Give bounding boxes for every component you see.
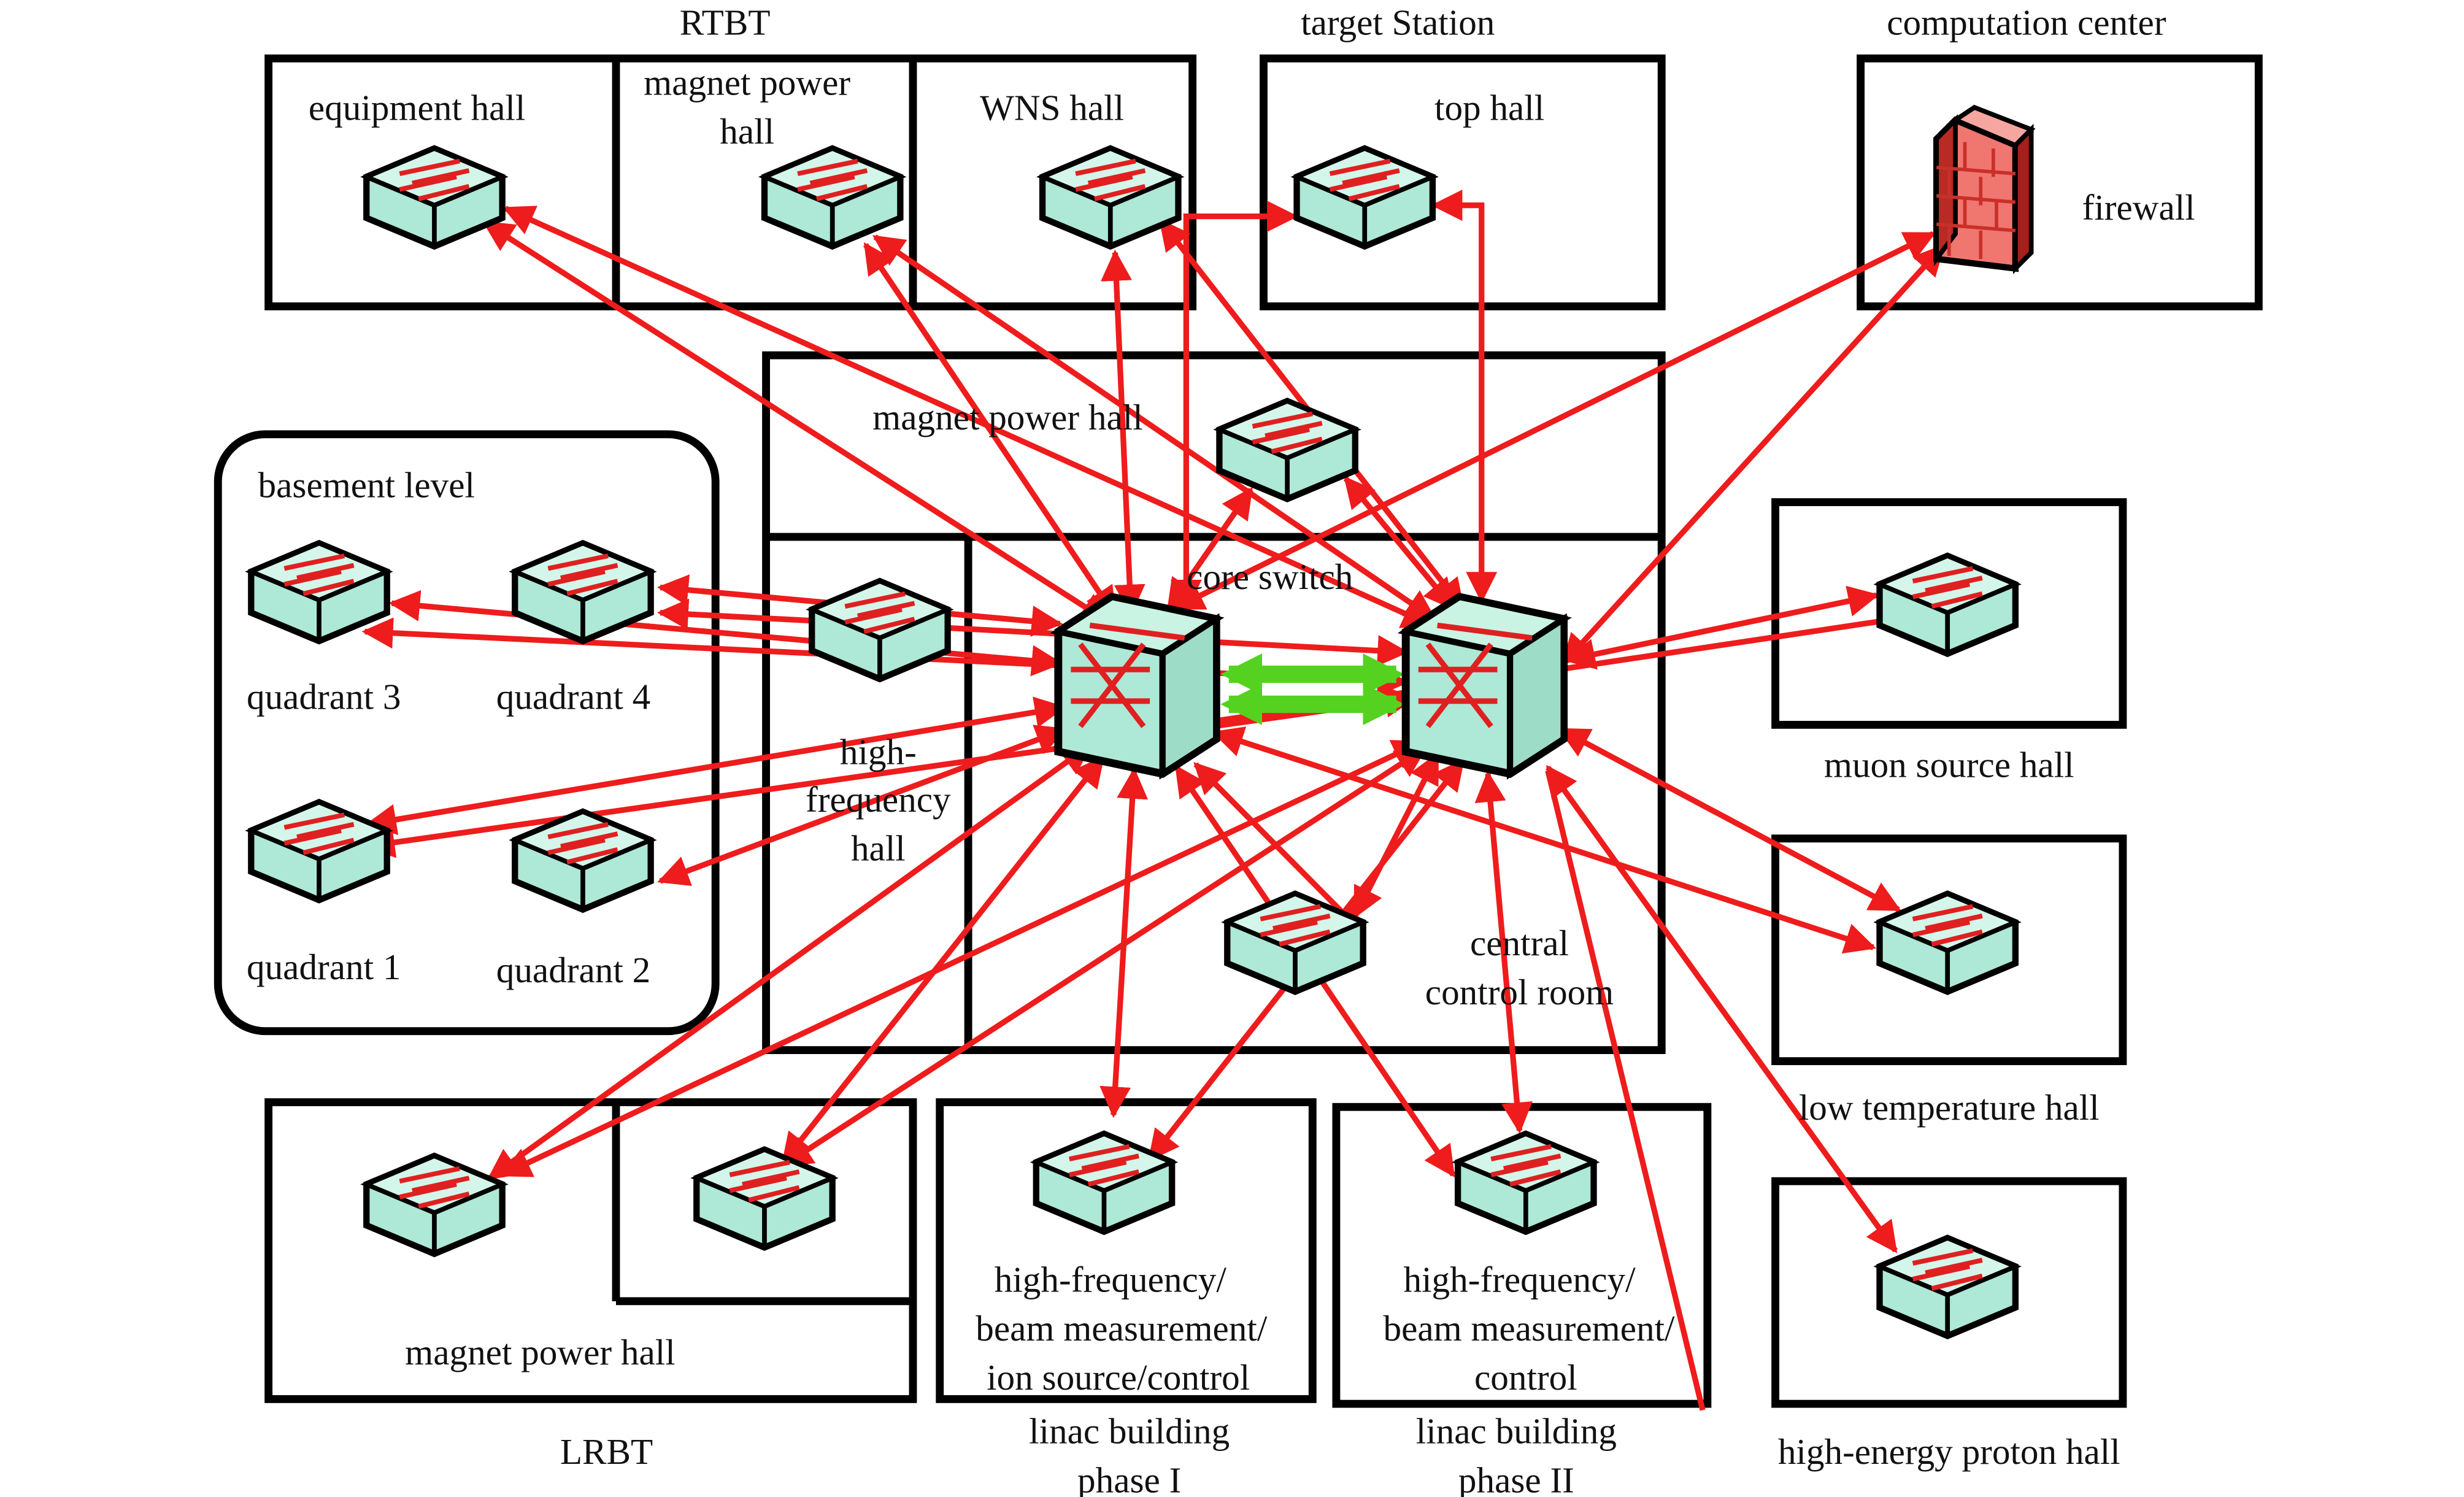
high-frequency-hall-switch-icon	[806, 577, 954, 683]
magnet-power-hall-label: magnet power hall	[872, 397, 1143, 437]
quadrant-1-switch-icon	[245, 798, 393, 904]
link	[1474, 771, 1533, 1134]
rtbt-magnet-power-hall-label-line2: hall	[720, 111, 774, 152]
computation-center-label: computation center	[1887, 2, 2166, 43]
magnet-power-hall-switch-icon	[1213, 398, 1361, 502]
linac2-caption-line2: phase II	[1458, 1460, 1574, 1497]
rtbt-magnet-power-hall-label-line1: magnet power	[644, 62, 850, 102]
rtbt-magnet-power-hall-switch-icon	[758, 145, 907, 250]
muon-source-hall-label: muon source hall	[1824, 744, 2074, 785]
lrbt-label: LRBT	[560, 1431, 653, 1472]
core-switch-b-icon	[1397, 593, 1572, 780]
linac2-box-label-line1: high-frequency/	[1404, 1259, 1636, 1299]
high-energy-proton-hall-switch-icon	[1873, 1234, 2022, 1340]
lrbt-magnet-power-hall-switch-icon	[360, 1152, 509, 1258]
linac1-box-label-line1: high-frequency/	[995, 1259, 1227, 1299]
quadrant-4-switch-icon	[509, 539, 657, 645]
basement-level-box	[214, 430, 720, 1036]
link	[656, 598, 1409, 667]
high-frequency-hall-label-line1: high-	[840, 732, 917, 772]
target-station-label: target Station	[1301, 2, 1495, 43]
central-control-room-label-line2: control room	[1425, 972, 1614, 1012]
equipment-hall-label: equipment hall	[309, 88, 525, 128]
link	[1431, 190, 1498, 604]
linac-phase1-switch-icon	[1030, 1130, 1179, 1236]
equipment-hall-switch-icon	[360, 145, 509, 250]
top-hall-label: top hall	[1434, 88, 1544, 128]
lrbt-room-switch-icon	[690, 1146, 839, 1251]
linac-phase2-switch-icon	[1452, 1130, 1600, 1236]
central-control-room-switch-icon	[1221, 890, 1369, 995]
link	[1563, 585, 1880, 670]
quadrant-1-label: quadrant 1	[247, 947, 401, 987]
high-frequency-hall-label-line2: frequency	[806, 779, 951, 820]
wns-hall-label: WNS hall	[980, 88, 1124, 128]
muon-source-hall-switch-icon	[1873, 552, 2022, 658]
link	[1352, 752, 1440, 919]
high-energy-proton-hall-box	[1771, 1177, 2127, 1408]
core-switch-a-icon	[1050, 593, 1225, 780]
firewall-label: firewall	[2082, 187, 2195, 228]
link	[1545, 769, 1706, 1411]
high-energy-proton-hall-label: high-energy proton hall	[1778, 1431, 2120, 1472]
wns-hall-switch-icon	[1036, 145, 1185, 250]
rtbt-label: RTBT	[680, 2, 771, 43]
core-switch-label: core switch	[1187, 556, 1353, 597]
high-frequency-hall-label-line3: hall	[851, 828, 906, 869]
quadrant-3-switch-icon	[245, 539, 393, 645]
low-temperature-hall-switch-icon	[1873, 890, 2022, 995]
linac1-caption-line2: phase I	[1077, 1460, 1181, 1497]
link	[1343, 475, 1455, 610]
top-hall-switch-icon	[1290, 145, 1439, 250]
quadrant-3-label: quadrant 3	[247, 677, 401, 717]
linac2-caption-line1: linac building	[1416, 1410, 1617, 1451]
quadrant-2-switch-icon	[509, 808, 657, 914]
computation-center-box	[1857, 54, 2263, 310]
quadrant-2-label: quadrant 2	[496, 950, 650, 990]
linac1-caption-line1: linac building	[1029, 1410, 1230, 1451]
linac2-box-label-line3: control	[1474, 1357, 1577, 1398]
linac1-box-label-line2: beam measurement/	[976, 1308, 1268, 1349]
quadrant-4-label: quadrant 4	[496, 677, 650, 717]
linac2-box-label-line2: beam measurement/	[1383, 1308, 1675, 1349]
link	[1546, 764, 1898, 1253]
central-control-room-label-line1: central	[1470, 923, 1569, 963]
low-temperature-hall-label: low temperature hall	[1799, 1087, 2100, 1128]
lrbt-magnet-power-hall-label: magnet power hall	[405, 1332, 676, 1372]
firewall-icon	[1933, 104, 2036, 274]
basement-level-label: basement level	[258, 465, 475, 506]
linac1-box-label-line3: ion source/control	[987, 1357, 1250, 1398]
